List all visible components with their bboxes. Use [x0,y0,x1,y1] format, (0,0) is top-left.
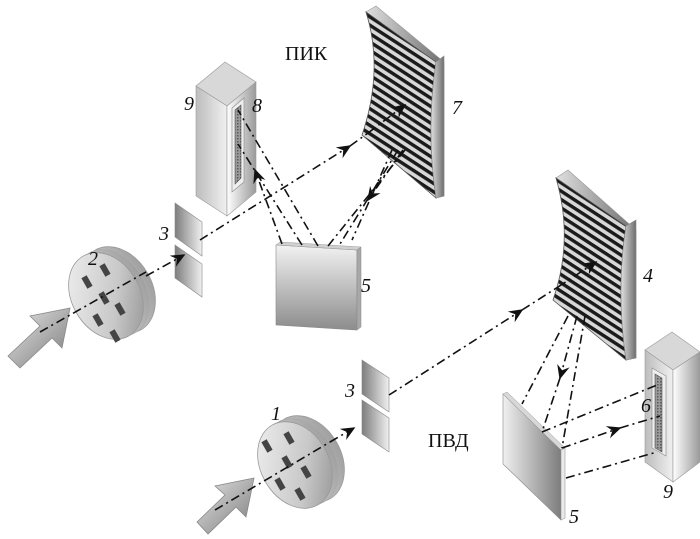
incident-light-arrow-icon-bottom [196,477,255,535]
detector-6-housing-9 [644,331,700,483]
detector-8-housing-9 [195,61,257,217]
detector-array-6 [654,373,663,453]
entrance-slit-3-top [174,202,203,298]
filter-wheel-1 [257,415,345,509]
label-filter-2: 2 [88,248,98,270]
label-detector-6: 6 [641,395,651,417]
pvd-section: ПВД 1 3 4 5 6 9 [196,169,700,535]
entrance-slit-3-bottom [361,359,390,453]
incident-light-arrow-icon [7,307,71,369]
label-detector-8: 8 [252,95,262,117]
label-housing-9-top: 9 [184,93,194,115]
label-grating-4: 4 [643,265,653,287]
label-mirror-5-bottom: 5 [569,506,579,528]
label-mirror-5-top: 5 [361,275,371,297]
optical-path-top [39,104,407,333]
label-housing-9-bottom: 9 [663,481,673,503]
concave-grating-4 [552,169,637,361]
label-filter-1: 1 [271,403,281,425]
section-title-pvd: ПВД [428,430,469,452]
filter-wheel-2 [68,246,156,343]
flat-mirror-5-top [275,241,362,331]
label-grating-7: 7 [452,97,463,119]
section-title-pik: ПИК [285,43,328,65]
concave-grating-7 [361,5,445,199]
pik-section: ПИК 2 3 9 8 7 5 [7,5,463,369]
flat-mirror-5-bottom [502,391,566,521]
optical-path-bottom [214,261,661,511]
label-slit-3-top: 3 [158,223,169,245]
label-slit-3-bottom: 3 [344,380,355,402]
